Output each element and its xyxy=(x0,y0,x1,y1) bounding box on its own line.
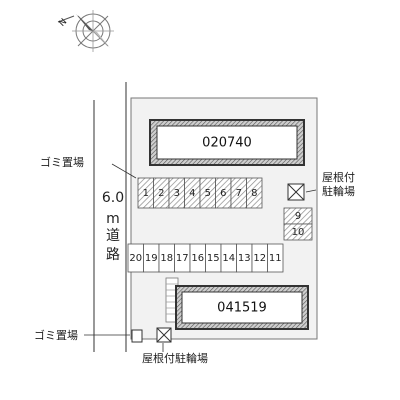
garbage-label-bottom: ゴミ置場 xyxy=(34,329,78,342)
parking-top-space-number: 3 xyxy=(174,188,180,199)
parking-top-space-number: 2 xyxy=(158,188,164,199)
parking-top-space-number: 5 xyxy=(205,188,211,199)
parking-bottom-space-number: 11 xyxy=(269,253,282,264)
leader-garbage-top xyxy=(111,163,137,179)
north-arrow xyxy=(57,15,75,23)
road-width: 6.0 xyxy=(101,190,125,206)
road-name-char-2: 路 xyxy=(106,247,120,263)
parking-top-space-number: 7 xyxy=(236,188,242,199)
parking-bottom-space-number: 12 xyxy=(253,253,266,264)
building-bottom-label: 041519 xyxy=(217,301,267,316)
garbage-area-bottom xyxy=(131,329,143,343)
parking-top-space-number: 4 xyxy=(189,188,195,199)
parking-right-space-number: 9 xyxy=(295,211,301,222)
bike-label-right-2: 駐輪場 xyxy=(322,185,355,198)
parking-bottom-space-number: 13 xyxy=(238,253,251,264)
parking-top-space-number: 6 xyxy=(220,188,226,199)
parking-bottom-space-number: 15 xyxy=(207,253,220,264)
building-bottom-inner xyxy=(181,291,303,324)
parking-right-space-number: 10 xyxy=(292,227,305,238)
bike-label-bottom: 屋根付駐輪場 xyxy=(142,352,208,365)
building-top-label: 020740 xyxy=(202,136,252,151)
parking-top-space-number: 1 xyxy=(143,188,149,199)
parking-bottom-space-number: 17 xyxy=(176,253,189,264)
compass-rose-icon xyxy=(72,10,114,52)
parking-top-space-number: 8 xyxy=(251,188,257,199)
parking-bottom-space-number: 14 xyxy=(222,253,235,264)
parking-bottom-space-number: 19 xyxy=(145,253,158,264)
road-unit: m xyxy=(106,211,120,227)
bike-shed-right xyxy=(287,183,305,201)
parking-bottom-space xyxy=(267,243,284,273)
leader-bike-right xyxy=(305,189,317,193)
parking-top-space xyxy=(246,177,263,209)
parking-bottom-space-number: 18 xyxy=(160,253,173,264)
bike-label-right-1: 屋根付 xyxy=(322,171,355,184)
building-top-inner xyxy=(156,125,298,160)
bike-shed-bottom xyxy=(156,327,172,343)
garbage-label-top: ゴミ置場 xyxy=(40,156,84,169)
parking-bottom-space-number: 16 xyxy=(191,253,204,264)
parking-bottom-space-number: 20 xyxy=(129,253,142,264)
parking-column-right: 910 xyxy=(283,207,313,241)
road-name-char-1: 道 xyxy=(106,228,120,244)
parking-right-space xyxy=(283,223,313,241)
